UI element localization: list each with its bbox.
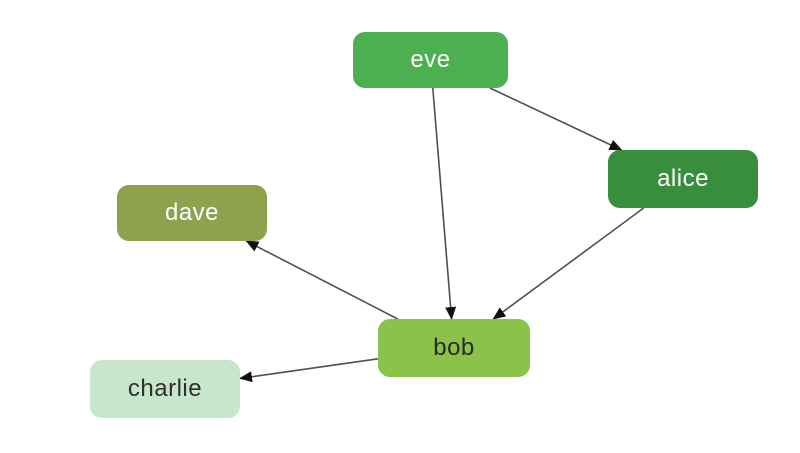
edge-bob-dave (245, 240, 399, 320)
node-label: eve (410, 46, 451, 73)
node-label: alice (657, 165, 709, 192)
node-charlie[interactable]: charlie (90, 360, 240, 418)
node-label: dave (164, 199, 220, 226)
edge-eve-bob (432, 87, 457, 320)
node-label: bob (433, 334, 475, 361)
node-alice[interactable]: alice (608, 150, 758, 208)
node-label: charlie (127, 375, 203, 402)
edge-bob-charlie (239, 358, 379, 383)
node-eve[interactable]: eve (353, 32, 508, 88)
edge-eve-alice (489, 87, 623, 151)
node-dave[interactable]: dave (117, 185, 267, 241)
node-bob[interactable]: bob (378, 319, 530, 377)
edge-alice-bob (492, 207, 645, 320)
